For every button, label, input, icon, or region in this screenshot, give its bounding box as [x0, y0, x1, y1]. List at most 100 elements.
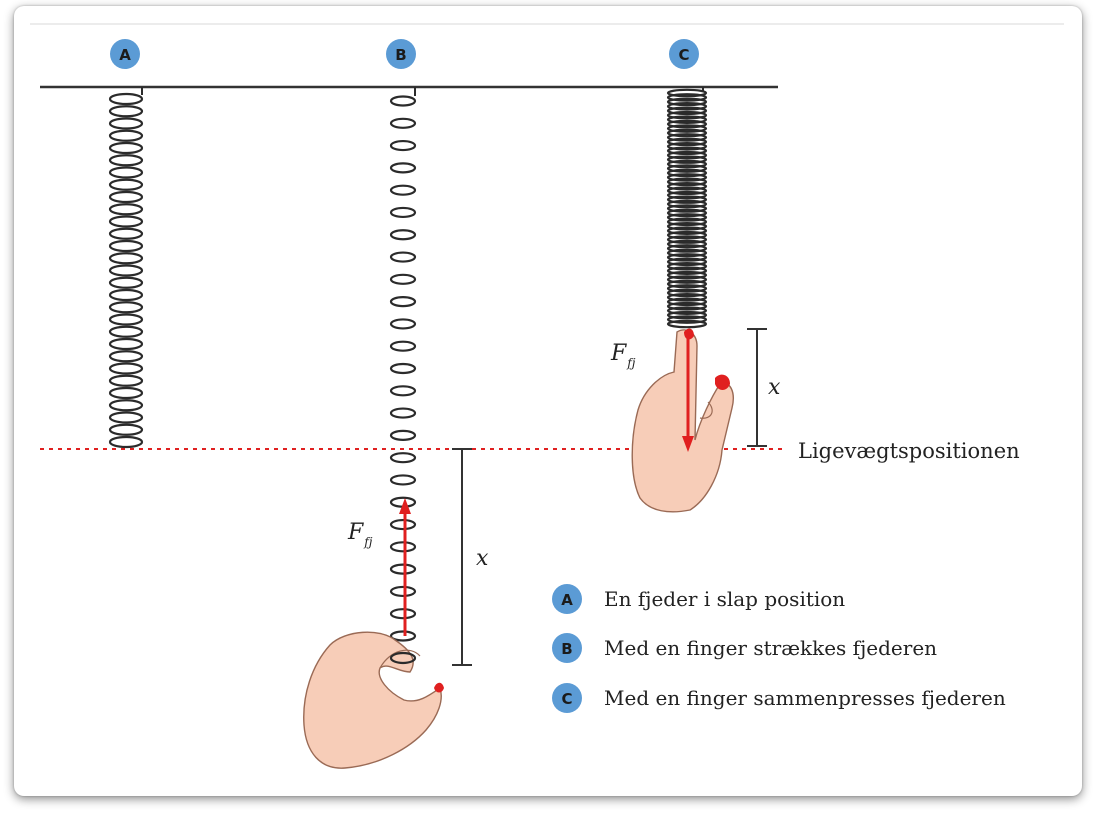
spring-coil: [666, 297, 708, 307]
figure-frame: [14, 6, 1082, 796]
spring-coil: [666, 115, 708, 124]
spring-coil: [108, 190, 144, 204]
spring-coil: [389, 139, 417, 152]
spring-coil: [108, 313, 144, 326]
spring-coil: [666, 159, 708, 169]
legend-item-a: A En fjeder i slap position: [552, 584, 845, 614]
spring-coil: [108, 411, 144, 424]
spring-coil: [108, 239, 144, 253]
force-label-c: Ffj: [610, 341, 636, 370]
spring-coil: [108, 362, 144, 375]
spring-coil: [666, 110, 708, 120]
spring-coil: [389, 452, 417, 464]
spring-compressed: [666, 87, 708, 329]
fingernail-b: [434, 682, 444, 693]
spring-coil: [389, 273, 417, 285]
spring-coil: [666, 253, 708, 262]
marker-a: A: [110, 39, 140, 69]
spring-coil: [108, 264, 144, 277]
spring-coil: [389, 251, 417, 263]
marker-c: C: [669, 39, 699, 69]
spring-coil: [666, 88, 708, 98]
spring-coil: [666, 257, 708, 267]
spring-coil: [389, 474, 417, 486]
spring-coil: [666, 235, 708, 244]
spring-coil: [108, 92, 144, 106]
spring-coil: [666, 195, 708, 204]
spring-coil: [666, 142, 708, 151]
spring-coil: [389, 407, 417, 419]
spring-coil: [666, 266, 708, 275]
spring-coil: [108, 105, 144, 118]
legend-marker-a: A: [561, 591, 573, 609]
spring-coil: [389, 429, 417, 441]
spring-coil: [666, 239, 708, 249]
spring-relaxed: [108, 87, 144, 449]
fingernail-c: [715, 374, 730, 390]
spring-coil: [666, 208, 708, 218]
spring-coil: [108, 276, 144, 289]
spring-coil: [666, 173, 708, 182]
spring-coil: [389, 518, 417, 531]
spring-coil: [666, 306, 708, 315]
spring-coil: [666, 164, 708, 173]
spring-coil: [666, 230, 708, 240]
spring-coil: [108, 288, 144, 302]
spring-coil: [666, 133, 708, 142]
spring-coil: [389, 184, 417, 196]
spring-coil: [666, 275, 708, 284]
legend-item-b: B Med en finger strækkes fjederen: [552, 633, 937, 663]
spring-coil: [666, 102, 708, 111]
spring-coil: [666, 199, 708, 209]
legend-item-c: C Med en finger sammenpresses fjederen: [552, 683, 1006, 713]
legend-text-c: Med en finger sammenpresses fjederen: [604, 686, 1006, 710]
spring-coil: [108, 129, 144, 142]
spring-coil: [666, 293, 708, 302]
spring-coil: [666, 204, 708, 213]
spring-coil: [666, 124, 708, 133]
spring-coil: [389, 117, 417, 129]
spring-coil: [666, 226, 708, 236]
legend-text-a: En fjeder i slap position: [604, 587, 845, 611]
legend-text-b: Med en finger strækkes fjederen: [604, 636, 937, 660]
spring-coil: [108, 374, 144, 387]
spring-coil: [389, 206, 417, 219]
spring-coil: [389, 362, 417, 375]
spring-coil: [389, 318, 417, 330]
spring-coil: [666, 190, 708, 200]
spring-coil: [666, 315, 708, 324]
spring-coil: [108, 386, 144, 400]
spring-coil: [666, 106, 708, 116]
marker-b: B: [386, 39, 416, 69]
spring-coil: [389, 585, 417, 598]
force-label-b: Ffj: [347, 520, 373, 549]
spring-coil: [666, 146, 708, 156]
spring-coil: [666, 181, 708, 191]
spring-coil: [389, 385, 417, 397]
legend-marker-c: C: [561, 690, 572, 708]
spring-coil: [666, 155, 708, 164]
spring-coil: [389, 162, 417, 174]
spring-coil: [666, 217, 708, 227]
spring-coil: [666, 301, 708, 311]
displacement-bracket-c: [747, 328, 767, 447]
spring-coil: [389, 340, 417, 352]
spring-coil: [108, 203, 144, 216]
spring-coil: [108, 301, 144, 314]
spring-coil: [389, 563, 417, 575]
spring-coil: [108, 435, 144, 449]
legend-marker-b: B: [561, 640, 572, 658]
equilibrium-label: Ligevægtspositionen: [798, 439, 1020, 463]
spring-coil: [666, 119, 708, 129]
legend: A En fjeder i slap position B Med en fin…: [552, 584, 1006, 713]
spring-coil: [389, 229, 417, 241]
spring-coil: [666, 168, 708, 178]
displacement-label-b: x: [476, 546, 489, 571]
spring-coil: [666, 288, 708, 298]
spring-coil: [666, 221, 708, 231]
displacement-bracket-b: [452, 448, 472, 666]
spring-coil: [108, 141, 144, 155]
spring-coil: [666, 244, 708, 253]
spring-coil: [108, 215, 144, 228]
spring-coil: [389, 541, 417, 553]
